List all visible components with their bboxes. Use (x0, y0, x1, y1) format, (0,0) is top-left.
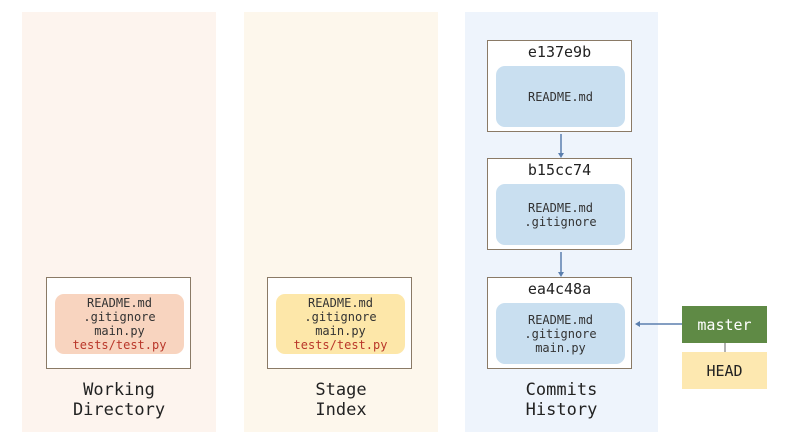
stage-index-label: Stage Index (244, 380, 438, 420)
file: main.py (315, 324, 366, 338)
label-line: Working (83, 380, 155, 400)
commit-file-list: README.md .gitignore (496, 184, 625, 245)
commit-box: ea4c48a README.md .gitignore main.py (487, 277, 632, 369)
file: .gitignore (524, 326, 597, 341)
commit-box: b15cc74 README.md .gitignore (487, 158, 632, 250)
label-line: Index (315, 400, 367, 420)
stage-files-box: README.md .gitignore main.py tests/test.… (267, 277, 412, 369)
file: .gitignore (83, 310, 156, 324)
working-directory-label: Working Directory (22, 380, 216, 420)
commit-hash: e137e9b (527, 43, 592, 61)
file: main.py (535, 340, 586, 355)
file: README.md (86, 296, 153, 310)
file: main.py (94, 324, 145, 338)
master-branch[interactable]: master (682, 306, 767, 343)
file: .gitignore (524, 214, 597, 229)
file: README.md (527, 312, 594, 327)
working-files-box: README.md .gitignore main.py tests/test.… (46, 277, 191, 369)
commit-file-list: README.md .gitignore main.py (496, 303, 625, 364)
file: README.md (527, 200, 594, 215)
file: .gitignore (304, 310, 377, 324)
commit-box: e137e9b README.md (487, 40, 632, 132)
label-line: Stage (315, 380, 367, 400)
commits-history-panel: e137e9b README.md b15cc74 README.md .git… (465, 12, 658, 432)
label-line: History (525, 400, 598, 420)
stage-index-panel: README.md .gitignore main.py tests/test.… (244, 12, 438, 432)
file: README.md (527, 89, 594, 104)
commit-hash: b15cc74 (527, 161, 592, 179)
commit-hash: ea4c48a (527, 280, 592, 298)
commits-history-label: Commits History (465, 380, 658, 420)
stage-file-list: README.md .gitignore main.py tests/test.… (276, 294, 405, 354)
head-ref[interactable]: HEAD (682, 352, 767, 389)
label-line: Commits (525, 380, 598, 400)
new-file: tests/test.py (293, 338, 388, 352)
new-file: tests/test.py (72, 338, 167, 352)
working-file-list: README.md .gitignore main.py tests/test.… (55, 294, 184, 354)
working-directory-panel: README.md .gitignore main.py tests/test.… (22, 12, 216, 432)
commit-file-list: README.md (496, 66, 625, 127)
file: README.md (307, 296, 374, 310)
label-line: Directory (72, 400, 166, 420)
